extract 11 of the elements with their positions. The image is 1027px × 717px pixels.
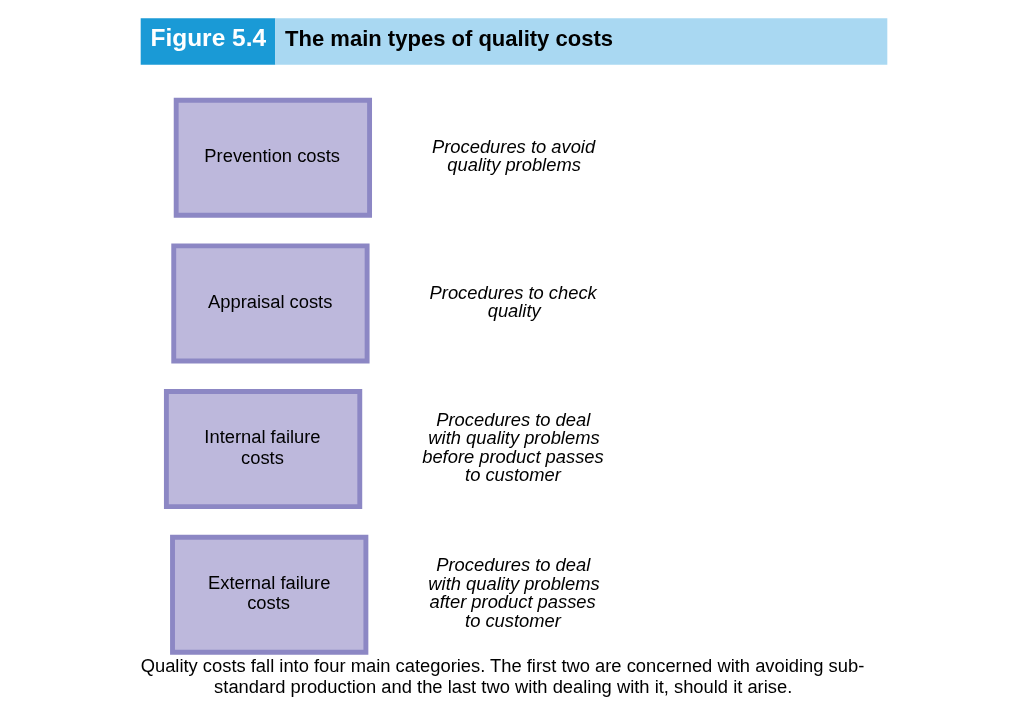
node-box: Appraisal costs	[170, 243, 370, 364]
node-label: Procedures to deal with quality problems before product passes to customer	[421, 408, 604, 485]
caption: Quality costs fall into four main categories. The first two are concerned with avoiding sub-standard production and the last two with dealing with it, should it arise.	[140, 654, 864, 697]
label: Figure 5.4	[149, 24, 266, 52]
node-label: Procedures to avoid quality problems	[431, 135, 595, 176]
node-box: External failure costs	[169, 534, 368, 655]
node-label: Procedures to deal with quality problems after product passes to customer	[427, 554, 600, 631]
node-box: Prevention costs	[173, 97, 372, 218]
node-box: Internal failure costs	[163, 389, 362, 510]
node-label: Procedures to check quality	[429, 281, 597, 321]
diagram-title: The main types of quality costs	[284, 25, 613, 51]
